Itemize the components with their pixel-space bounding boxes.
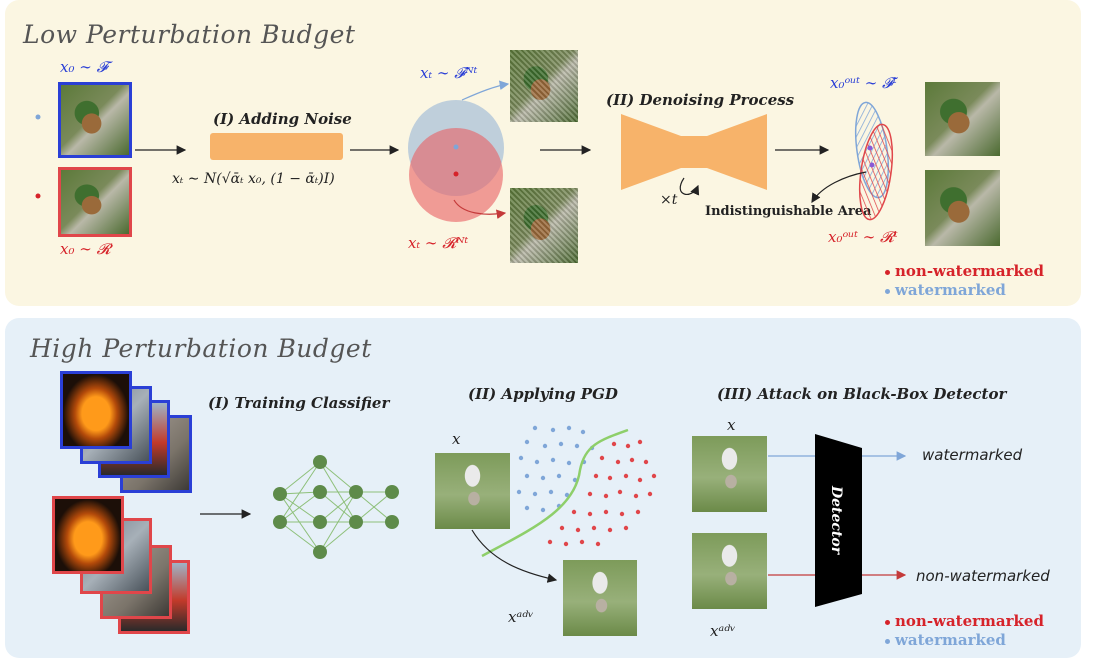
pgd-non-watermarked-points [547, 439, 657, 547]
noise-formula: xₜ ∼ N(√ᾱₜ x₀, (1 − ᾱₜ)I) [172, 171, 335, 187]
legend-non-watermarked-low: non-watermarked [885, 262, 1044, 280]
indistinguishable-area-label: Indistinguishable Area [705, 204, 872, 219]
legend-non-watermarked-high: non-watermarked [885, 612, 1044, 630]
attack-black-box-label: (III) Attack on Black-Box Detector [717, 385, 1007, 403]
output-non-watermarked: non-watermarked [916, 567, 1050, 585]
noisy-bird-image-top [510, 50, 578, 122]
red-point [453, 171, 459, 177]
detector-block [815, 434, 862, 607]
stack-image-red-1 [52, 496, 124, 574]
denoising-process-label: (II) Denoising Process [606, 91, 795, 109]
red-dot-icon [885, 619, 890, 625]
low-panel-title: Low Perturbation Budget [23, 20, 356, 49]
stack-image-blue-1 [60, 371, 132, 449]
clean-bird-image-watermarked [58, 82, 132, 158]
ostrich-image-attack-top [692, 436, 767, 512]
noise-block [210, 133, 343, 160]
arrow-to-indistinguishable-label [811, 171, 867, 204]
training-classifier-label: (I) Training Classifier [208, 394, 390, 412]
blue-dot-icon [885, 638, 890, 644]
denoised-bird-image-bottom [925, 170, 1000, 246]
pgd-step-arrow [471, 529, 558, 583]
red-dot-marker [35, 193, 41, 199]
x0-from-F-label: x₀ ∼ 𝓕 [60, 58, 108, 76]
x0out-from-F-label: x₀ᵒᵘᵗ ∼ 𝓕ᵗ [830, 74, 897, 92]
arrow-to-noisy-top [461, 80, 510, 101]
blue-dot-icon [885, 288, 890, 294]
arrow-to-noisy-bottom [453, 199, 507, 219]
x-label-attack: x [727, 416, 736, 434]
xt-from-RN-label: xₜ ∼ 𝓡ᴺᵗ [408, 234, 469, 252]
pgd-watermarked-points [516, 425, 595, 513]
applying-pgd-label: (II) Applying PGD [468, 385, 618, 403]
high-panel-title: High Perturbation Budget [30, 334, 372, 363]
clean-bird-image-non-watermarked [58, 167, 132, 237]
ostrich-image-adversarial [563, 560, 637, 636]
loop-arrow-icon [679, 177, 700, 196]
blue-dot-marker [35, 114, 41, 120]
output-watermarked: watermarked [922, 446, 1023, 464]
times-t-label: ×t [660, 192, 678, 208]
detector-label: Detector [828, 485, 844, 556]
x-adv-label-attack: xᵃᵈᵛ [710, 622, 736, 640]
adding-noise-label: (I) Adding Noise [213, 110, 352, 128]
xt-from-FN-label: xₜ ∼ 𝓕ᴺᵗ [420, 64, 478, 82]
denoiser-network-shape [621, 114, 767, 190]
noisy-bird-image-bottom [510, 188, 578, 263]
x0-from-R-label: x₀ ∼ 𝓡 [60, 240, 111, 258]
red-dot-icon [885, 269, 890, 275]
legend-watermarked-low: watermarked [885, 281, 1006, 299]
indistinguishable-area-ellipses [854, 101, 894, 221]
ostrich-image-original [435, 453, 510, 529]
blue-point [453, 144, 459, 150]
x-adv-label-pgd: xᵃᵈᵛ [508, 608, 534, 626]
x0out-from-R-label: x₀ᵒᵘᵗ ∼ 𝓡ᵗ [828, 228, 898, 246]
ostrich-image-attack-bottom [692, 533, 767, 609]
x-label-pgd: x [452, 430, 461, 448]
decision-boundary-line [481, 428, 629, 558]
neural-network-icon [273, 455, 399, 559]
legend-watermarked-high: watermarked [885, 631, 1006, 649]
denoised-bird-image-top [925, 82, 1000, 156]
